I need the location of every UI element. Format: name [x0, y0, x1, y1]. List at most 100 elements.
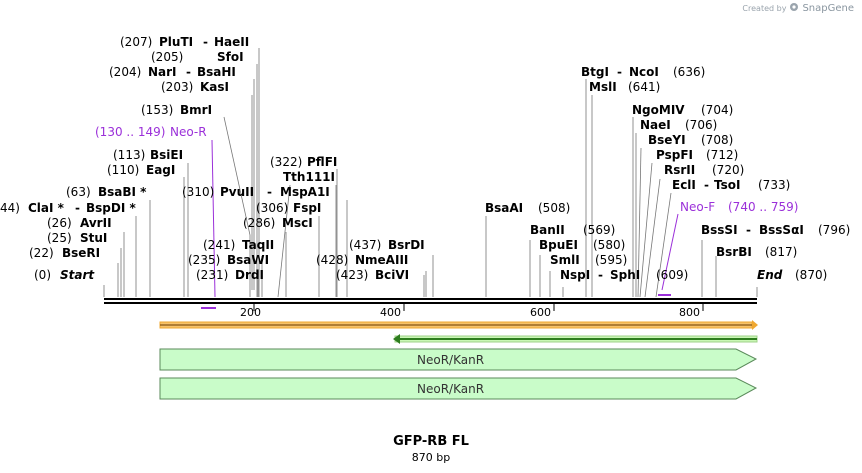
primer-neo-r[interactable]: (130 .. 149) Neo-R	[95, 125, 216, 309]
enzyme-name-end: End	[757, 268, 783, 282]
feature-label: NeoR/KanR	[417, 382, 484, 396]
orf-track-1[interactable]	[159, 320, 758, 330]
enzyme-dash-pvuii: -	[267, 185, 272, 199]
enzyme-pos-bmri: (153)	[141, 103, 173, 117]
enzyme-name-pvuii: PvuII	[220, 185, 254, 199]
feature-neor-kanr-1[interactable]: NeoR/KanR	[159, 348, 758, 371]
enzyme-name-start: Start	[60, 268, 95, 282]
enzyme-name-nari: NarI	[148, 65, 177, 79]
enzyme-name-stui: StuI	[80, 231, 107, 245]
enzyme-name-nspi: NspI	[560, 268, 590, 282]
enzyme-name-bseyi: BseYI	[648, 133, 686, 147]
enzyme-name-bpuei: BpuEI	[539, 238, 578, 252]
enzyme-name-pluti: PluTI	[159, 35, 193, 49]
enzyme-name-btgi: BtgI	[581, 65, 609, 79]
enzyme-dash-bsssi: -	[746, 223, 751, 237]
plasmid-map: 200 400 600 800	[0, 35, 850, 400]
enzyme-dash-ecli: -	[704, 178, 709, 192]
primer-neo-r-label: Neo-R	[170, 125, 207, 139]
enzyme-pos-bsiei: (113)	[113, 148, 145, 162]
enzyme-pos-msci: (286)	[243, 216, 275, 230]
enzyme-pos-bsaai: (508)	[538, 201, 570, 215]
enzyme-pos-end: (870)	[795, 268, 827, 282]
enzyme-name-nmeaiii: NmeAIII	[355, 253, 408, 267]
snapgene-logo-icon	[789, 2, 799, 14]
enzyme-dash-nspi: -	[598, 268, 603, 282]
enzyme-name-pflfi: PflFI	[307, 155, 337, 169]
enzyme-name-banii: BanII	[530, 223, 565, 237]
enzyme-pos-start: (0)	[34, 268, 51, 282]
enzyme-pos-banii: (569)	[583, 223, 615, 237]
enzyme-connectors	[103, 48, 758, 298]
snapgene-brand: SnapGene	[802, 2, 854, 14]
enzyme-pos-pspfi: (712)	[706, 148, 738, 162]
enzyme-pos-nari: (204)	[109, 65, 141, 79]
enzyme-name-taqii: TaqII	[242, 238, 274, 252]
enzyme-pos-pvuii: (310)	[182, 185, 214, 199]
enzyme-name-bsrdi: BsrDI	[388, 238, 425, 252]
enzyme-partner-ncoi: NcoI	[629, 65, 659, 79]
enzyme-pos-ngomiv: (704)	[701, 103, 733, 117]
enzyme-name-naei: NaeI	[640, 118, 671, 132]
enzyme-name-bcivi: BciVI	[375, 268, 409, 282]
primer-neo-f[interactable]: Neo-F (740 .. 759)	[658, 200, 798, 296]
enzyme-name-bsrbi: BsrBI	[716, 245, 752, 259]
enzyme-pos-bsabi: (63)	[66, 185, 91, 199]
enzyme-pos-bsrbi: (817)	[765, 245, 797, 259]
enzyme-pos-fspi: (306)	[256, 201, 288, 215]
enzyme-name-ngomiv: NgoMIV	[632, 103, 685, 117]
enzyme-pos-kasi: (203)	[161, 80, 193, 94]
enzyme-name-bsabi: BsaBI *	[98, 185, 147, 199]
enzyme-name-smli: SmlI	[550, 253, 580, 267]
enzyme-pos-bseyi: (708)	[701, 133, 733, 147]
enzyme-pos-drdi: (231)	[196, 268, 228, 282]
enzyme-pos-bcivi: (423)	[336, 268, 368, 282]
enzyme-name-msli: MslI	[589, 80, 617, 94]
enzyme-name-tth111i: Tth111I	[283, 170, 335, 184]
enzyme-pos-nspi: (609)	[656, 268, 688, 282]
enzyme-pos-rsrii: (720)	[712, 163, 744, 177]
enzyme-pos-sfoi: (205)	[151, 50, 183, 64]
feature-neor-kanr-2[interactable]: NeoR/KanR	[159, 377, 758, 400]
enzyme-name-bsiei: BsiEI	[150, 148, 183, 162]
enzyme-partner-bsahi: BsaHI	[197, 65, 236, 79]
enzyme-dash-btgi: -	[617, 65, 622, 79]
enzyme-partner-haeii: HaeII	[214, 35, 249, 49]
enzyme-pos-pluti: (207)	[120, 35, 152, 49]
enzyme-partner-sphi: SphI	[610, 268, 640, 282]
enzyme-name-bmri: BmrI	[180, 103, 212, 117]
enzyme-name-bsssi: BssSI	[701, 223, 738, 237]
enzyme-pos-pflfi: (322)	[270, 155, 302, 169]
enzyme-pos-stui: (25)	[47, 231, 72, 245]
orf-track-2[interactable]	[393, 334, 758, 344]
enzyme-pos-bpuei: (580)	[593, 238, 625, 252]
tick-label-600: 600	[530, 306, 551, 319]
tick-label-800: 800	[679, 306, 700, 319]
tick-label-400: 400	[380, 306, 401, 319]
enzyme-name-fspi: FspI	[293, 201, 321, 215]
enzyme-partner-mspa1i: MspA1I	[280, 185, 330, 199]
credit-text: Created by	[742, 3, 787, 13]
enzyme-dash-pluti: -	[203, 35, 208, 49]
enzyme-pos-eagi: (110)	[107, 163, 139, 177]
enzyme-pos-btgi: (636)	[673, 65, 705, 79]
snapgene-credit: Created by SnapGene	[742, 2, 854, 14]
enzyme-pos-smli: (595)	[595, 253, 627, 267]
primer-neo-r-range: (130 .. 149)	[95, 125, 165, 139]
sequence-title: GFP-RB FL	[393, 434, 469, 449]
enzyme-name-bseri: BseRI	[62, 246, 100, 260]
enzyme-labels: (207) PluTI - HaeII (205) SfoI (204) Nar…	[0, 35, 850, 282]
enzyme-pos-naei: (706)	[685, 118, 717, 132]
enzyme-name-bsaai: BsaAI	[485, 201, 523, 215]
enzyme-pos-avrii: (26)	[47, 216, 72, 230]
enzyme-name-rsrii: RsrII	[664, 163, 695, 177]
axis: 200 400 600 800	[240, 303, 704, 319]
enzyme-name-msci: MscI	[282, 216, 313, 230]
feature-label: NeoR/KanR	[417, 353, 484, 367]
enzyme-name-sfoi: SfoI	[217, 50, 244, 64]
enzyme-name-eagi: EagI	[146, 163, 175, 177]
enzyme-pos-bsawi: (235)	[188, 253, 220, 267]
enzyme-name-clai: ClaI *	[28, 201, 65, 215]
enzyme-dash-clai: -	[75, 201, 80, 215]
enzyme-partner-bsssai: BssSαI	[759, 223, 804, 237]
